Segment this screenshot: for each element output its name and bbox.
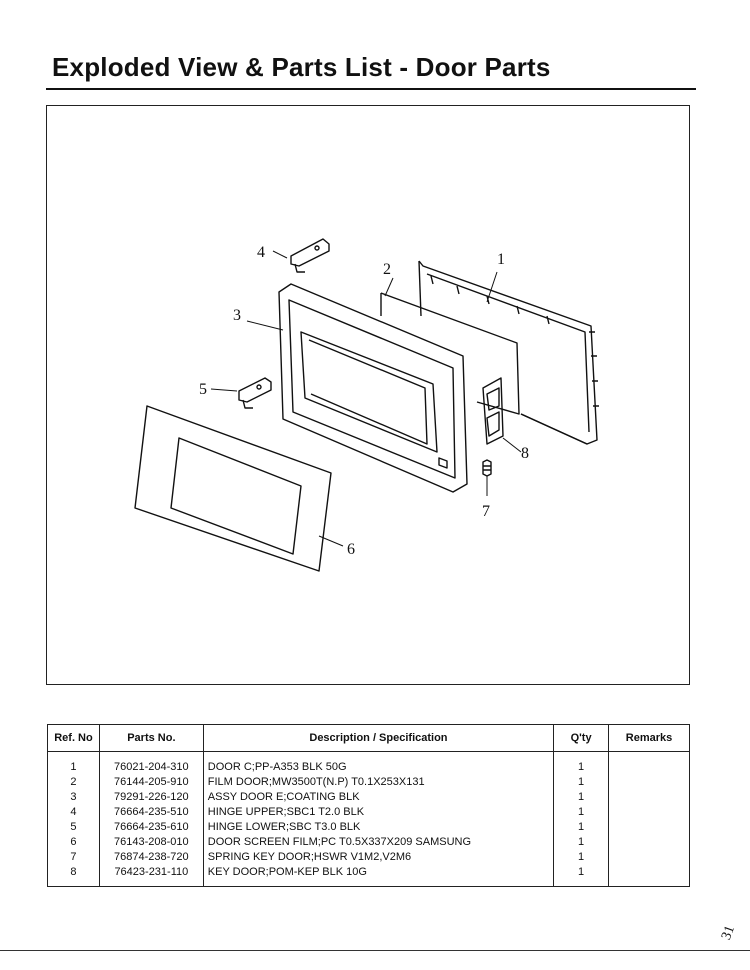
table-row: 7 76874-238-720 SPRING KEY DOOR;HSWR V1M… [47, 850, 690, 865]
table-row: 4 76664-235-510 HINGE UPPER;SBC1 T2.0 BL… [47, 805, 690, 820]
table-row: 2 76144-205-910 FILM DOOR;MW3500T(N.P) T… [47, 775, 690, 790]
callout-5: 5 [199, 381, 207, 398]
cell-remarks [608, 775, 690, 790]
cell-qty: 1 [553, 775, 610, 790]
callout-4: 4 [257, 244, 265, 261]
cell-ref: 8 [47, 865, 100, 887]
table-row: 8 76423-231-110 KEY DOOR;POM-KEP BLK 10G… [47, 865, 690, 887]
callout-7: 7 [482, 503, 490, 520]
cell-description: KEY DOOR;POM-KEP BLK 10G [202, 865, 555, 887]
cell-parts-no: 76144-205-910 [98, 775, 204, 790]
cell-ref: 1 [47, 751, 100, 775]
header-ref-no: Ref. No [47, 724, 100, 752]
callout-3: 3 [233, 307, 241, 324]
cell-qty: 1 [553, 835, 610, 850]
cell-ref: 2 [47, 775, 100, 790]
cell-remarks [608, 865, 690, 887]
title-underline [46, 88, 696, 90]
parts-list-table: Ref. No Parts No. Description / Specific… [47, 724, 690, 887]
cell-parts-no: 76664-235-610 [98, 820, 204, 835]
page-bottom-rule [0, 950, 750, 951]
cell-description: SPRING KEY DOOR;HSWR V1M2,V2M6 [202, 850, 555, 865]
cell-description: DOOR SCREEN FILM;PC T0.5X337X209 SAMSUNG [202, 835, 555, 850]
leader-lines [210, 250, 522, 547]
cell-ref: 6 [47, 835, 100, 850]
cell-description: HINGE LOWER;SBC T3.0 BLK [202, 820, 555, 835]
cell-remarks [608, 790, 690, 805]
cell-qty: 1 [553, 865, 610, 887]
callout-1: 1 [497, 251, 505, 268]
table-row: 5 76664-235-610 HINGE LOWER;SBC T3.0 BLK… [47, 820, 690, 835]
cell-ref: 7 [47, 850, 100, 865]
header-qty: Q'ty [553, 724, 610, 752]
cell-parts-no: 76874-238-720 [98, 850, 204, 865]
part-door-screen-film [134, 405, 332, 572]
cell-parts-no: 76664-235-510 [98, 805, 204, 820]
table-row: 3 79291-226-120 ASSY DOOR E;COATING BLK … [47, 790, 690, 805]
cell-ref: 4 [47, 805, 100, 820]
part-spring-key [482, 459, 492, 477]
cell-parts-no: 76143-208-010 [98, 835, 204, 850]
cell-parts-no: 76021-204-310 [98, 751, 204, 775]
cell-description: FILM DOOR;MW3500T(N.P) T0.1X253X131 [202, 775, 555, 790]
cell-remarks [608, 820, 690, 835]
page-number-mark: 31 [719, 923, 738, 942]
cell-remarks [608, 751, 690, 775]
cell-qty: 1 [553, 850, 610, 865]
cell-ref: 5 [47, 820, 100, 835]
cell-qty: 1 [553, 751, 610, 775]
part-hinge-upper [290, 238, 330, 273]
part-door-c [418, 260, 599, 445]
exploded-view-diagram: 1 2 3 4 5 6 7 8 [46, 105, 690, 685]
header-remarks: Remarks [608, 724, 690, 752]
part-key-door [482, 377, 504, 445]
cell-remarks [608, 805, 690, 820]
cell-qty: 1 [553, 820, 610, 835]
cell-description: DOOR C;PP-A353 BLK 50G [202, 751, 555, 775]
header-parts-no: Parts No. [98, 724, 204, 752]
part-hinge-lower [238, 377, 272, 409]
exploded-view-drawing: 1 2 3 4 5 6 7 8 [134, 238, 599, 572]
page-title: Exploded View & Parts List - Door Parts [52, 52, 551, 82]
cell-description: HINGE UPPER;SBC1 T2.0 BLK [202, 805, 555, 820]
cell-ref: 3 [47, 790, 100, 805]
table-row: 1 76021-204-310 DOOR C;PP-A353 BLK 50G 1 [47, 751, 690, 775]
callout-2: 2 [383, 261, 391, 278]
header-description: Description / Specification [202, 724, 555, 752]
table-row: 6 76143-208-010 DOOR SCREEN FILM;PC T0.5… [47, 835, 690, 850]
cell-parts-no: 79291-226-120 [98, 790, 204, 805]
cell-qty: 1 [553, 805, 610, 820]
cell-parts-no: 76423-231-110 [98, 865, 204, 887]
cell-remarks [608, 850, 690, 865]
cell-qty: 1 [553, 790, 610, 805]
callout-8: 8 [521, 445, 529, 462]
part-film-door [380, 292, 520, 415]
table-header-row: Ref. No Parts No. Description / Specific… [47, 724, 690, 752]
cell-description: ASSY DOOR E;COATING BLK [202, 790, 555, 805]
part-assy-door [278, 283, 468, 493]
callout-6: 6 [347, 541, 355, 558]
cell-remarks [608, 835, 690, 850]
